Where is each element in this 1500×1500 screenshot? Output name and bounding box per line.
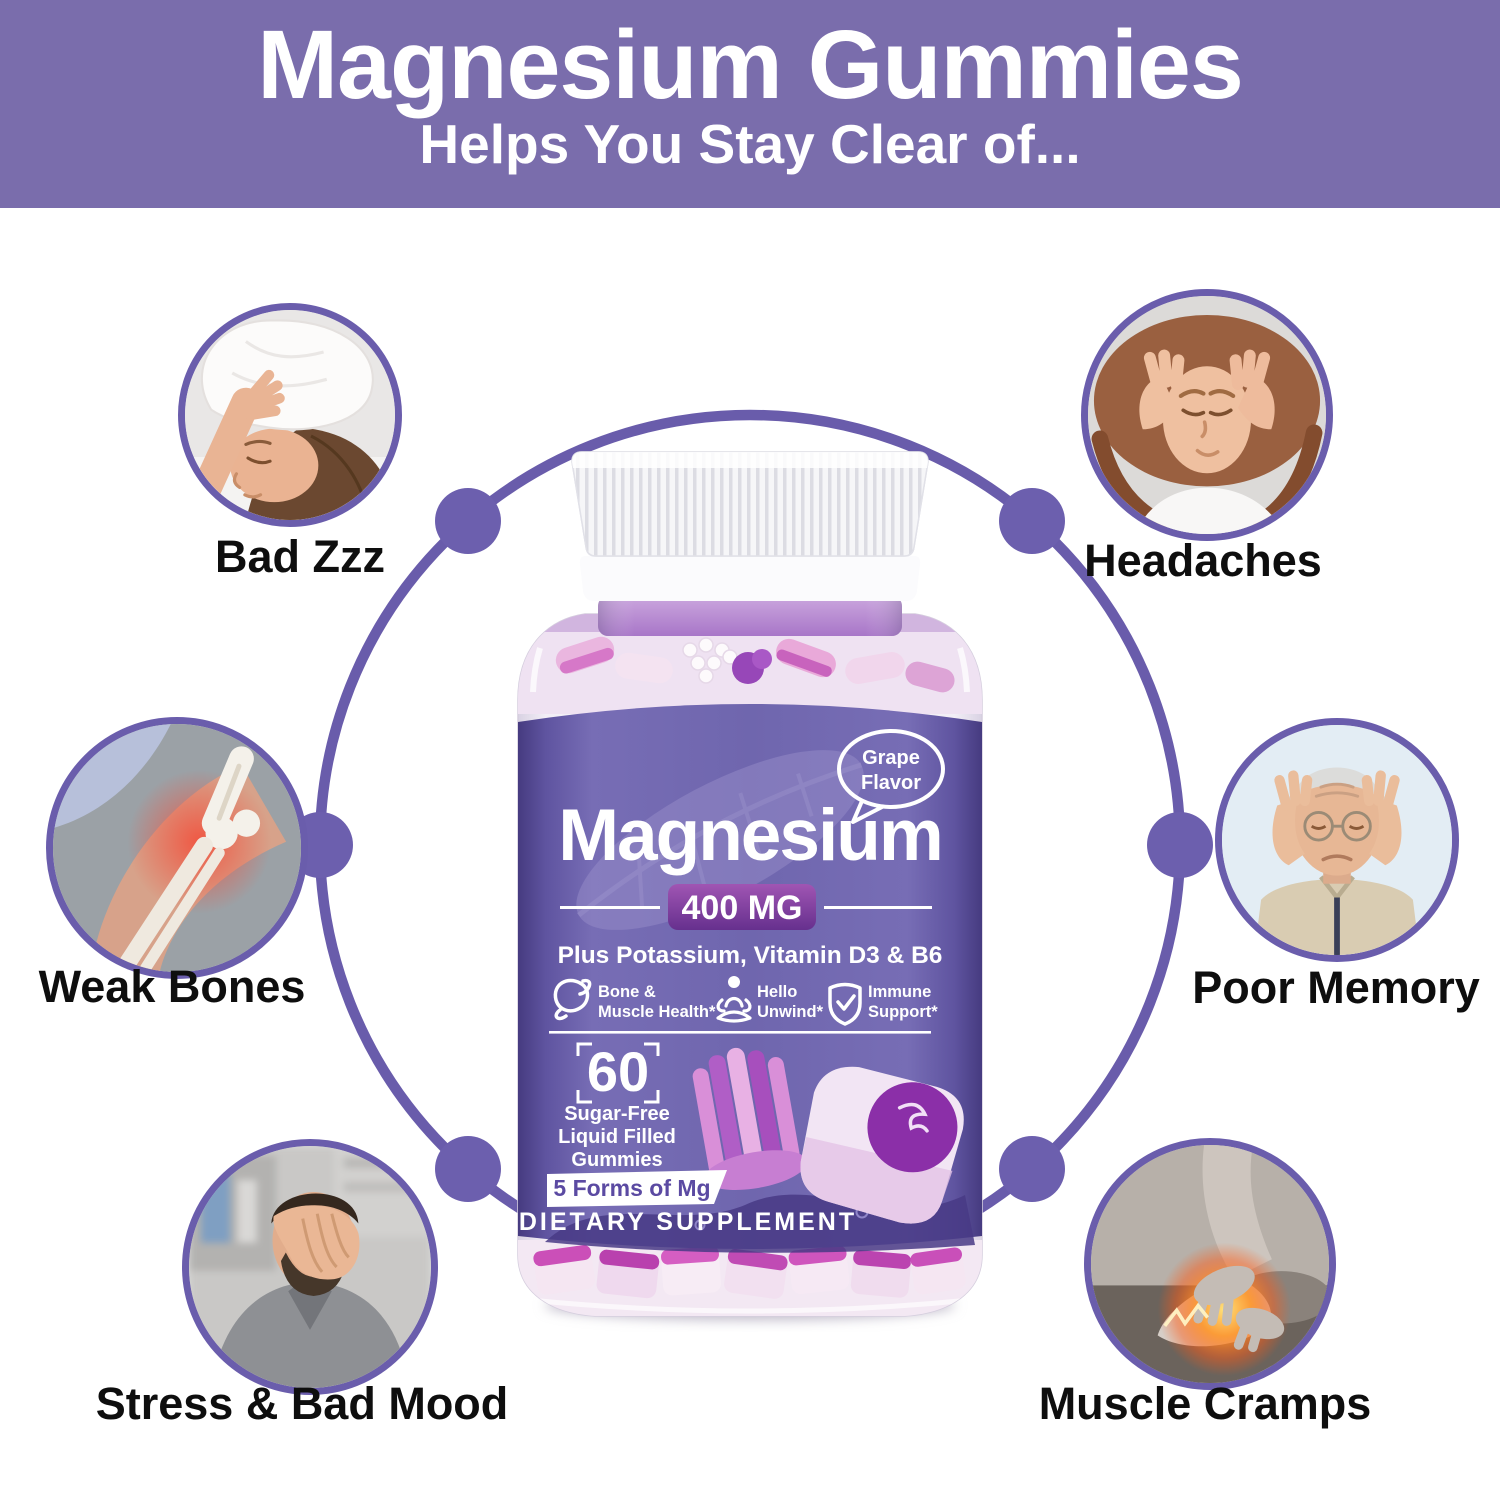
dosage-text: 400 MG bbox=[682, 889, 803, 927]
meditation-icon bbox=[716, 976, 752, 1023]
label-divider bbox=[549, 1031, 931, 1034]
flavor-line1: Grape bbox=[862, 747, 920, 769]
issue-photo-muscle-cramps bbox=[1084, 1138, 1336, 1390]
bone-muscle-icon bbox=[553, 978, 592, 1021]
issue-label-bad-zzz: Bad Zzz bbox=[214, 531, 386, 582]
issue-photo-stress bbox=[182, 1139, 438, 1395]
leaf-watermark bbox=[576, 750, 864, 930]
jar-bottom-gummies bbox=[518, 1240, 982, 1316]
orbit-dot bbox=[999, 1136, 1065, 1202]
count-desc-line: Sugar-Free bbox=[564, 1103, 670, 1125]
bottle-label: Grape Flavor Magnesium 400 MG Plus Potas… bbox=[518, 704, 982, 1253]
benefit-label: Support* bbox=[868, 1003, 938, 1021]
plus-line: Plus Potassium, Vitamin D3 & B6 bbox=[558, 942, 943, 969]
glass-highlight bbox=[530, 647, 543, 693]
issue-label-poor-memory: Poor Memory bbox=[1192, 962, 1480, 1013]
gummies-illustration bbox=[692, 1047, 964, 1224]
benefit-label: Hello bbox=[757, 983, 797, 1001]
count-desc-line: Gummies bbox=[571, 1149, 662, 1171]
issue-label-weak-bones: Weak Bones bbox=[38, 961, 306, 1012]
issue-photo-weak-bones bbox=[46, 717, 308, 979]
headaches-illustration bbox=[1088, 296, 1326, 534]
orbit-dot bbox=[999, 488, 1065, 554]
poor-memory-illustration bbox=[1222, 725, 1452, 955]
stress-illustration bbox=[189, 1146, 431, 1388]
supplement-line: DIETARY SUPPLEMENT bbox=[519, 1208, 857, 1236]
orbit-dot bbox=[435, 488, 501, 554]
orbit-dot bbox=[1147, 812, 1213, 878]
issue-photo-headaches bbox=[1081, 289, 1333, 541]
flavor-bubble: Grape Flavor bbox=[837, 729, 945, 824]
page-subtitle: Helps You Stay Clear of... bbox=[419, 113, 1081, 175]
issue-label-muscle-cramps: Muscle Cramps bbox=[1038, 1378, 1372, 1429]
dosage-badge: 400 MG bbox=[560, 884, 932, 930]
orbit-dot bbox=[435, 1136, 501, 1202]
issue-label-stress: Stress & Bad Mood bbox=[95, 1378, 509, 1429]
count-number: 60 bbox=[587, 1040, 649, 1103]
count-badge: 60 bbox=[576, 1040, 660, 1104]
shield-check-icon bbox=[828, 982, 862, 1026]
benefit-label: Muscle Health* bbox=[598, 1003, 716, 1021]
forms-banner: 5 Forms of Mg bbox=[547, 1170, 727, 1207]
svg-text:5 Forms of Mg: 5 Forms of Mg bbox=[553, 1175, 710, 1201]
benefit-label: Unwind* bbox=[757, 1003, 824, 1021]
bottle-cap bbox=[571, 451, 929, 601]
product-name: Magnesium bbox=[558, 795, 942, 876]
benefit-label: Bone & bbox=[598, 983, 656, 1001]
issue-photo-poor-memory bbox=[1215, 718, 1459, 962]
issue-photo-bad-zzz bbox=[178, 303, 402, 527]
benefit-label: Immune bbox=[868, 983, 931, 1001]
page-title: Magnesium Gummies bbox=[257, 10, 1244, 119]
count-desc-line: Liquid Filled bbox=[558, 1126, 676, 1148]
header-banner: Magnesium Gummies Helps You Stay Clear o… bbox=[0, 0, 1500, 208]
glass-highlight bbox=[957, 647, 970, 693]
weak-bones-illustration bbox=[53, 724, 301, 972]
issue-label-headaches: Headaches bbox=[1084, 535, 1322, 586]
flavor-line2: Flavor bbox=[861, 772, 921, 794]
muscle-cramps-illustration bbox=[1091, 1145, 1329, 1383]
benefits-row: Bone & Muscle Health* Hello Unwind* Immu… bbox=[553, 976, 938, 1026]
bad-zzz-illustration bbox=[185, 310, 395, 520]
